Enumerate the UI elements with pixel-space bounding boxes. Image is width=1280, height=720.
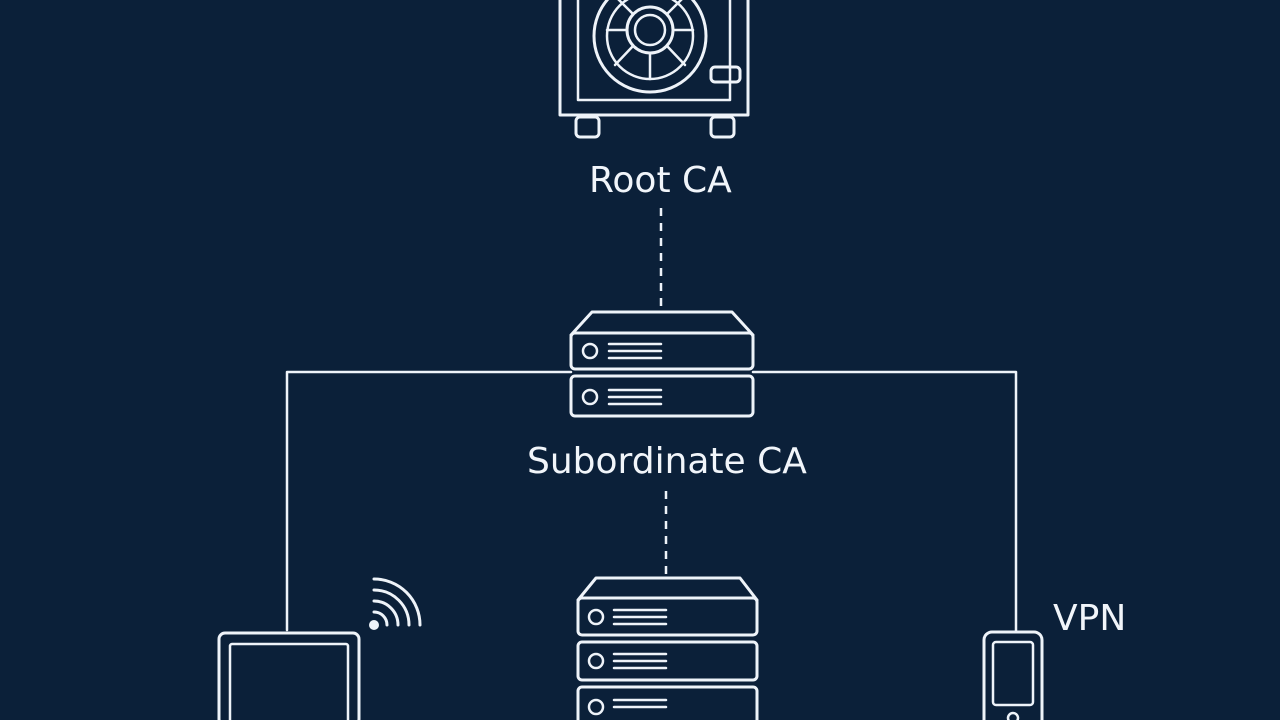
vault-safe-icon xyxy=(558,0,750,139)
root-ca-label: Root CA xyxy=(589,160,732,201)
edge-subordinate-to-phone xyxy=(751,370,1018,634)
laptop-icon xyxy=(217,631,361,720)
edge-subordinate-to-laptop xyxy=(285,370,573,632)
subordinate-ca-label: Subordinate CA xyxy=(527,441,807,482)
server-rack-icon xyxy=(576,576,759,720)
vpn-label: VPN xyxy=(1053,598,1127,639)
server-stack-icon xyxy=(569,310,755,418)
wifi-signal-icon xyxy=(369,577,422,630)
smartphone-icon xyxy=(982,630,1044,720)
